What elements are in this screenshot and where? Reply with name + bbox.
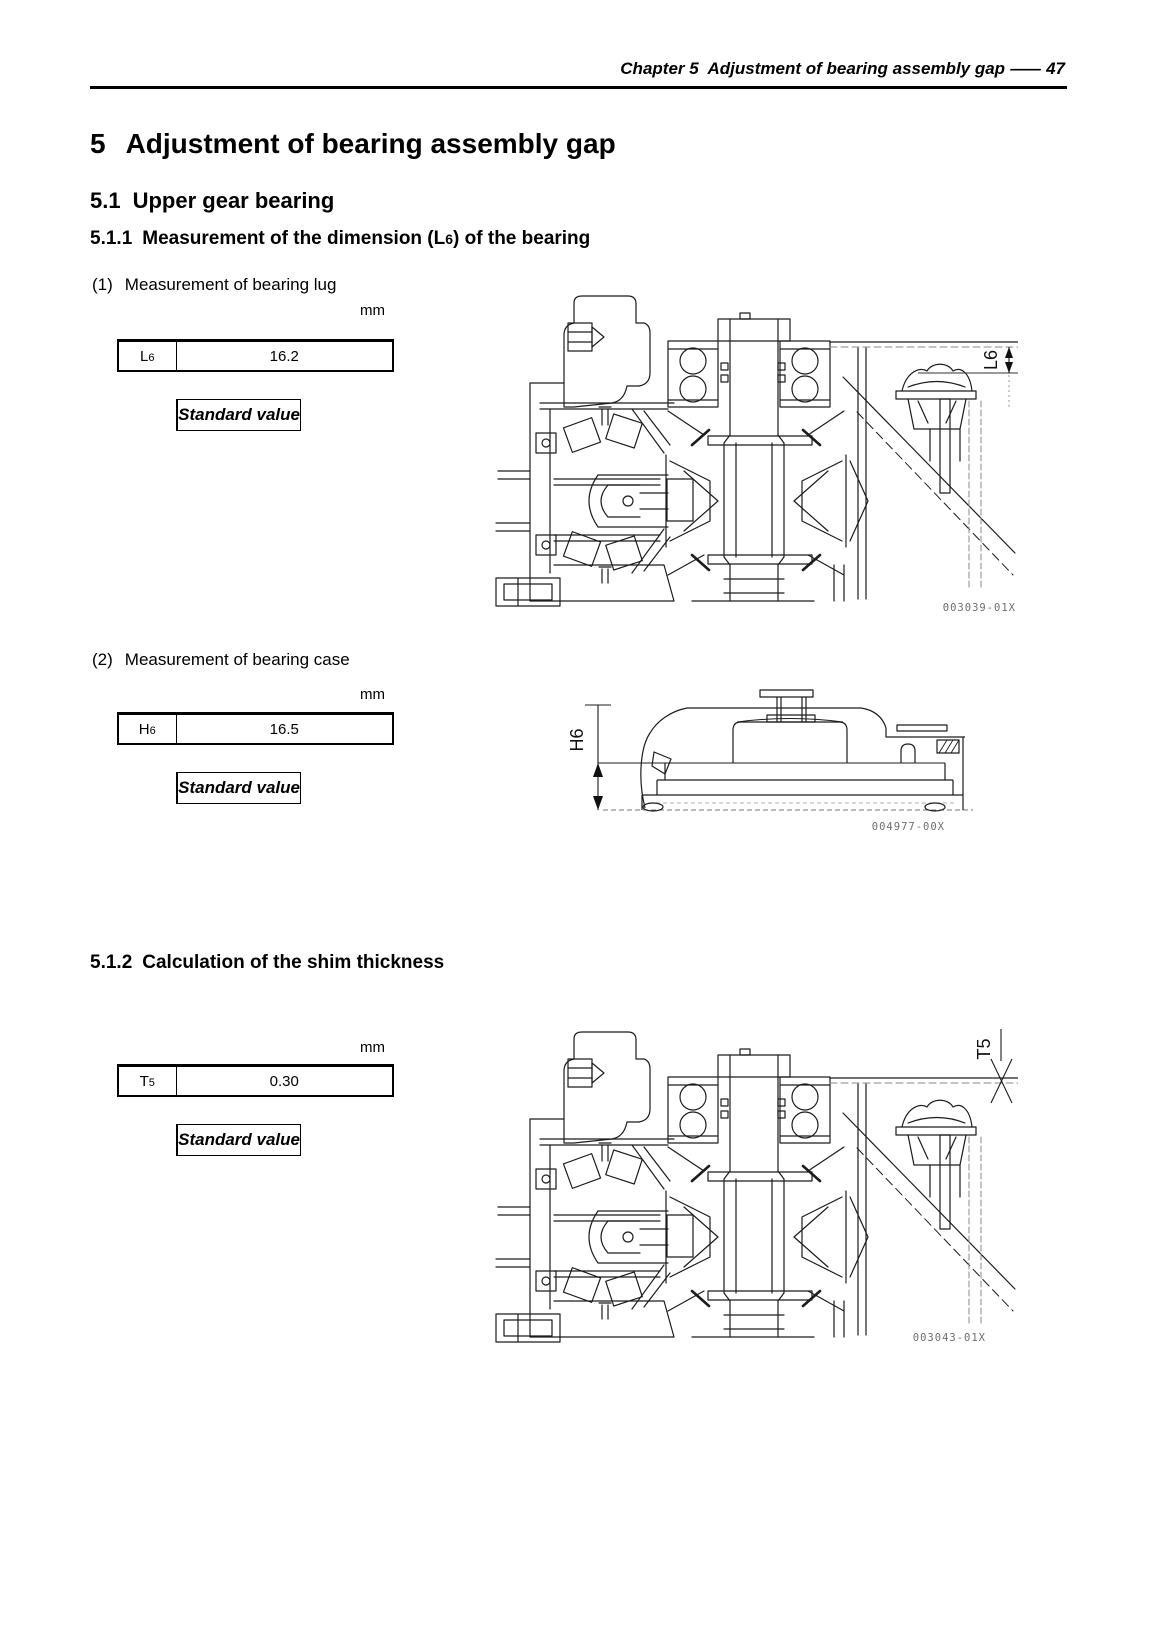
subsection-text-subscript: 6 — [445, 231, 454, 247]
item2-row-label: H6 — [117, 714, 177, 745]
item2-table-corner — [176, 772, 179, 804]
item1-number: (1) — [92, 275, 113, 294]
item2-row-value: 16.5 — [175, 714, 394, 745]
item1-table-corner — [176, 399, 179, 431]
page-number: 47 — [1046, 59, 1065, 78]
subsection-title-511: 5.1.1 Measurement of the dimension (L6) o… — [90, 228, 590, 250]
figure2-code: 004977-00X — [872, 821, 945, 833]
item1-unit-label: mm — [360, 302, 385, 319]
chapter-number: 5 — [90, 128, 106, 159]
bearing-case-drawing — [598, 689, 973, 812]
bearing-assembly-drawing-2 — [496, 1032, 1018, 1342]
chapter-title: 5 Adjustment of bearing assembly gap — [90, 128, 616, 160]
figure-bearing-case-drawing: H6 004977-00X — [567, 689, 973, 833]
figure3-code: 003043-01X — [913, 1332, 986, 1344]
subsection-512-number: 5.1.2 — [90, 952, 133, 973]
item2-label: (2) Measurement of bearing case — [92, 650, 350, 670]
dim-label-h6: H6 — [567, 728, 587, 751]
item3-row-value: 0.30 — [175, 1066, 394, 1097]
figure1-code: 003039-01X — [943, 602, 1016, 613]
subsection-title-512: 5.1.2 Calculation of the shim thickness — [90, 952, 444, 974]
item3-unit-label: mm — [360, 1039, 385, 1056]
dimension-h6: H6 — [567, 704, 611, 810]
subsection-text-suffix: ) of the bearing — [453, 228, 591, 249]
chapter-title-text: Adjustment of bearing assembly gap — [125, 128, 616, 159]
running-header: Chapter 5 Adjustment of bearing assembly… — [620, 59, 1065, 79]
header-rule — [90, 86, 1067, 89]
item2-table-header: Standard value — [177, 772, 301, 804]
item3-table: Standard value T5 0.30 — [117, 1064, 394, 1156]
dim-label-l6: L6 — [981, 350, 1001, 370]
item2-row-label-sub: 6 — [149, 724, 156, 737]
item3-row-label-sub: 5 — [148, 1076, 155, 1089]
item2-number: (2) — [92, 650, 113, 669]
section-title: 5.1 Upper gear bearing — [90, 188, 334, 214]
dimension-l6: L6 — [918, 347, 1018, 409]
item1-row-label-main: L — [140, 347, 149, 365]
section-number: 5.1 — [90, 188, 121, 213]
running-header-title: Chapter 5 Adjustment of bearing assembly… — [620, 59, 1006, 78]
dimension-t5: T5 — [974, 1029, 1013, 1104]
item2-text: Measurement of bearing case — [124, 650, 350, 669]
subsection-number: 5.1.1 — [90, 228, 133, 249]
subsection-512-text: Calculation of the shim thickness — [142, 952, 445, 973]
item3-row-label-main: T — [139, 1072, 149, 1090]
item1-table-header: Standard value — [177, 399, 301, 431]
figure-shim-thickness-drawing: T5 003043-01X — [478, 1029, 1018, 1344]
item1-text: Measurement of bearing lug — [124, 275, 337, 294]
item2-unit-label: mm — [360, 686, 385, 703]
dim-label-t5: T5 — [974, 1038, 994, 1059]
item1-label: (1) Measurement of bearing lug — [92, 275, 336, 295]
item2-table: Standard value H6 16.5 — [117, 712, 394, 804]
item1-row-label-sub: 6 — [148, 351, 155, 364]
running-header-dash: — — [1010, 59, 1041, 78]
item2-row-label-main: H — [138, 720, 150, 738]
item3-table-header: Standard value — [177, 1124, 301, 1156]
item1-row-label: L6 — [117, 341, 177, 372]
item1-row-value: 16.2 — [175, 341, 394, 372]
item3-row-label: T5 — [117, 1066, 177, 1097]
bearing-assembly-drawing — [496, 296, 1018, 606]
item3-table-corner — [176, 1124, 179, 1156]
section-title-text: Upper gear bearing — [132, 188, 335, 213]
subsection-text-prefix: Measurement of the dimension (L — [142, 228, 446, 249]
figure-bearing-lug-drawing: L6 003039-01X — [478, 283, 1018, 613]
item1-table: Standard value L6 16.2 — [117, 339, 394, 431]
